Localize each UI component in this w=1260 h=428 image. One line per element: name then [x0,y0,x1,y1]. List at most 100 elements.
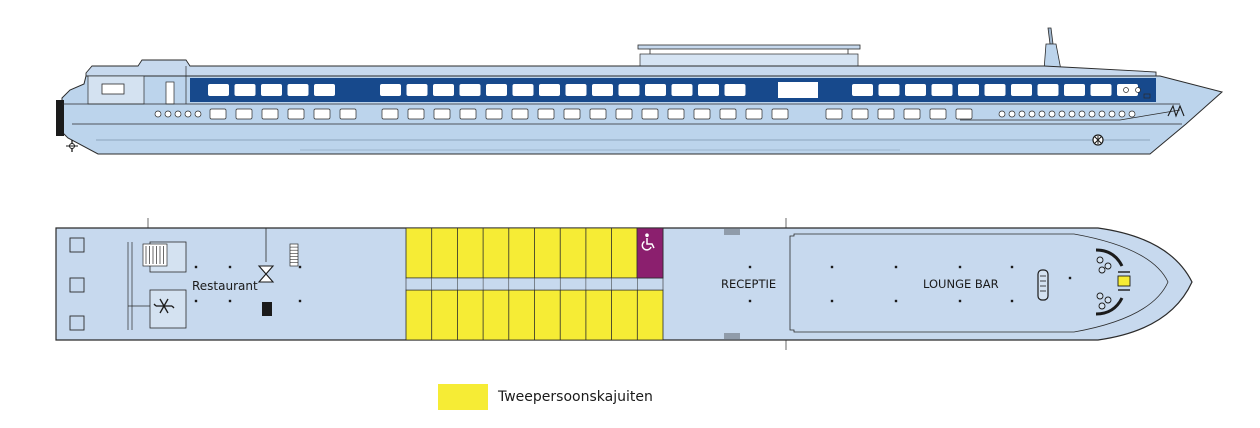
pillar [194,265,198,269]
bow-logo [1167,104,1185,118]
porthole [1108,110,1116,118]
pillar [748,299,752,303]
porthole [1038,110,1046,118]
porthole [1128,110,1136,118]
porthole [1068,110,1076,118]
porthole [194,110,202,118]
window [852,84,873,96]
pillar [830,299,834,303]
cabin-window [615,108,633,120]
pillars [194,265,1072,303]
snowflake-icon [153,298,175,314]
porthole [1008,110,1016,118]
ship-side-view [56,27,1224,155]
sun-deck-awning [637,44,861,50]
pillar [894,265,898,269]
cabin-dividers [431,228,638,340]
cabin-window [929,108,947,120]
cabin-window [563,108,581,120]
cabin-window [537,108,555,120]
window [406,84,428,96]
upper-windows [208,82,1138,98]
stern-room-2 [69,277,85,293]
porthole [1048,110,1056,118]
pillar [228,265,232,269]
window [984,84,1006,96]
lower-windows [154,87,1141,120]
porthole [1123,87,1129,93]
cabin-window [877,108,895,120]
pillar [1010,265,1014,269]
pillar [194,299,198,303]
porthole [1118,110,1126,118]
window [671,84,693,96]
galley [127,241,187,330]
cabin-window [955,108,973,120]
porthole [1078,110,1086,118]
stern-door [165,81,175,105]
pillar [748,265,752,269]
pillar [298,265,302,269]
window [958,84,979,96]
legend-swatch-double-cabins [438,384,488,410]
window [380,84,401,96]
window [931,84,953,96]
cabin-window [511,108,529,120]
window [459,84,481,96]
bar-counter [1037,269,1049,301]
window [287,84,309,96]
cabin-window [209,108,227,120]
label-restaurant: Restaurant [192,279,258,293]
legend-label-double-cabins: Tweepersoonskajuiten [498,389,653,405]
porthole [164,110,172,118]
pillar [958,265,962,269]
porthole [998,110,1006,118]
window [618,84,640,96]
upper-superstructure [85,59,1157,79]
cabin-window [719,108,737,120]
cabin-window [745,108,763,120]
stern-room-3 [69,315,85,331]
lounge-inner-line [789,233,1169,333]
pillar [228,299,232,303]
label-reception: RECEPTIE [721,277,776,291]
porthole [1058,110,1066,118]
cabin-window [459,108,477,120]
cabin-window [667,108,685,120]
rudder-icon [66,140,78,152]
porthole [154,110,162,118]
pillar [830,265,834,269]
deck-plan: Restaurant RECEPTIE LOUNGE BAR [55,218,1193,350]
window [905,84,926,96]
legend: Tweepersoonskajuiten [438,384,653,410]
reception-stairs [120,218,787,350]
service-block [262,302,272,316]
cabin-window [407,108,425,120]
window [261,84,282,96]
porthole [1088,110,1096,118]
cabin-window [485,108,503,120]
cabin-window [287,108,305,120]
cabin-window [903,108,921,120]
anchor-icon [1092,134,1104,146]
window [1037,84,1059,96]
pillar [298,299,302,303]
porthole [1028,110,1036,118]
cabin-window [339,108,357,120]
pillar [1010,299,1014,303]
stern-room-1 [69,237,85,253]
cabin-window [589,108,607,120]
galley-stairs [145,246,164,264]
pillar [894,299,898,303]
cabin-window [641,108,659,120]
window [234,84,256,96]
window [565,84,587,96]
window-large [778,82,818,98]
cabin-window [235,108,253,120]
window [1090,84,1112,96]
wheelhouse [639,53,859,67]
window [539,84,560,96]
cabin-window [825,108,843,120]
restaurant-stairs [289,243,299,267]
